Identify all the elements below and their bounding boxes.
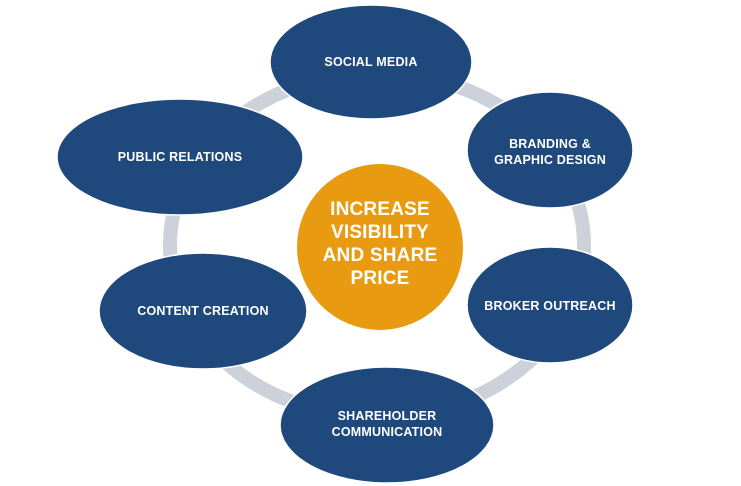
node-shape-broker-outreach (466, 246, 634, 364)
center-circle (297, 164, 463, 330)
node-shape-shareholder (279, 366, 495, 484)
center-goal-label: INCREASE VISIBILITY AND SHARE PRICE (322, 199, 438, 289)
node-public-relations: PUBLIC RELATIONS (117, 150, 243, 164)
node-social-media: SOCIAL MEDIA (324, 55, 418, 69)
node-shape-public-relations (56, 98, 304, 216)
node-content-creation: CONTENT CREATION (137, 304, 269, 318)
node-shape-branding (466, 91, 634, 209)
node-shape-content-creation (98, 252, 308, 370)
node-shape-social-media (269, 4, 473, 120)
node-shareholder-communication: SHAREHOLDER COMMUNICATION (331, 409, 443, 439)
node-broker-outreach: BROKER OUTREACH (484, 299, 616, 313)
node-branding-graphic-design: BRANDING & GRAPHIC DESIGN (494, 137, 606, 167)
